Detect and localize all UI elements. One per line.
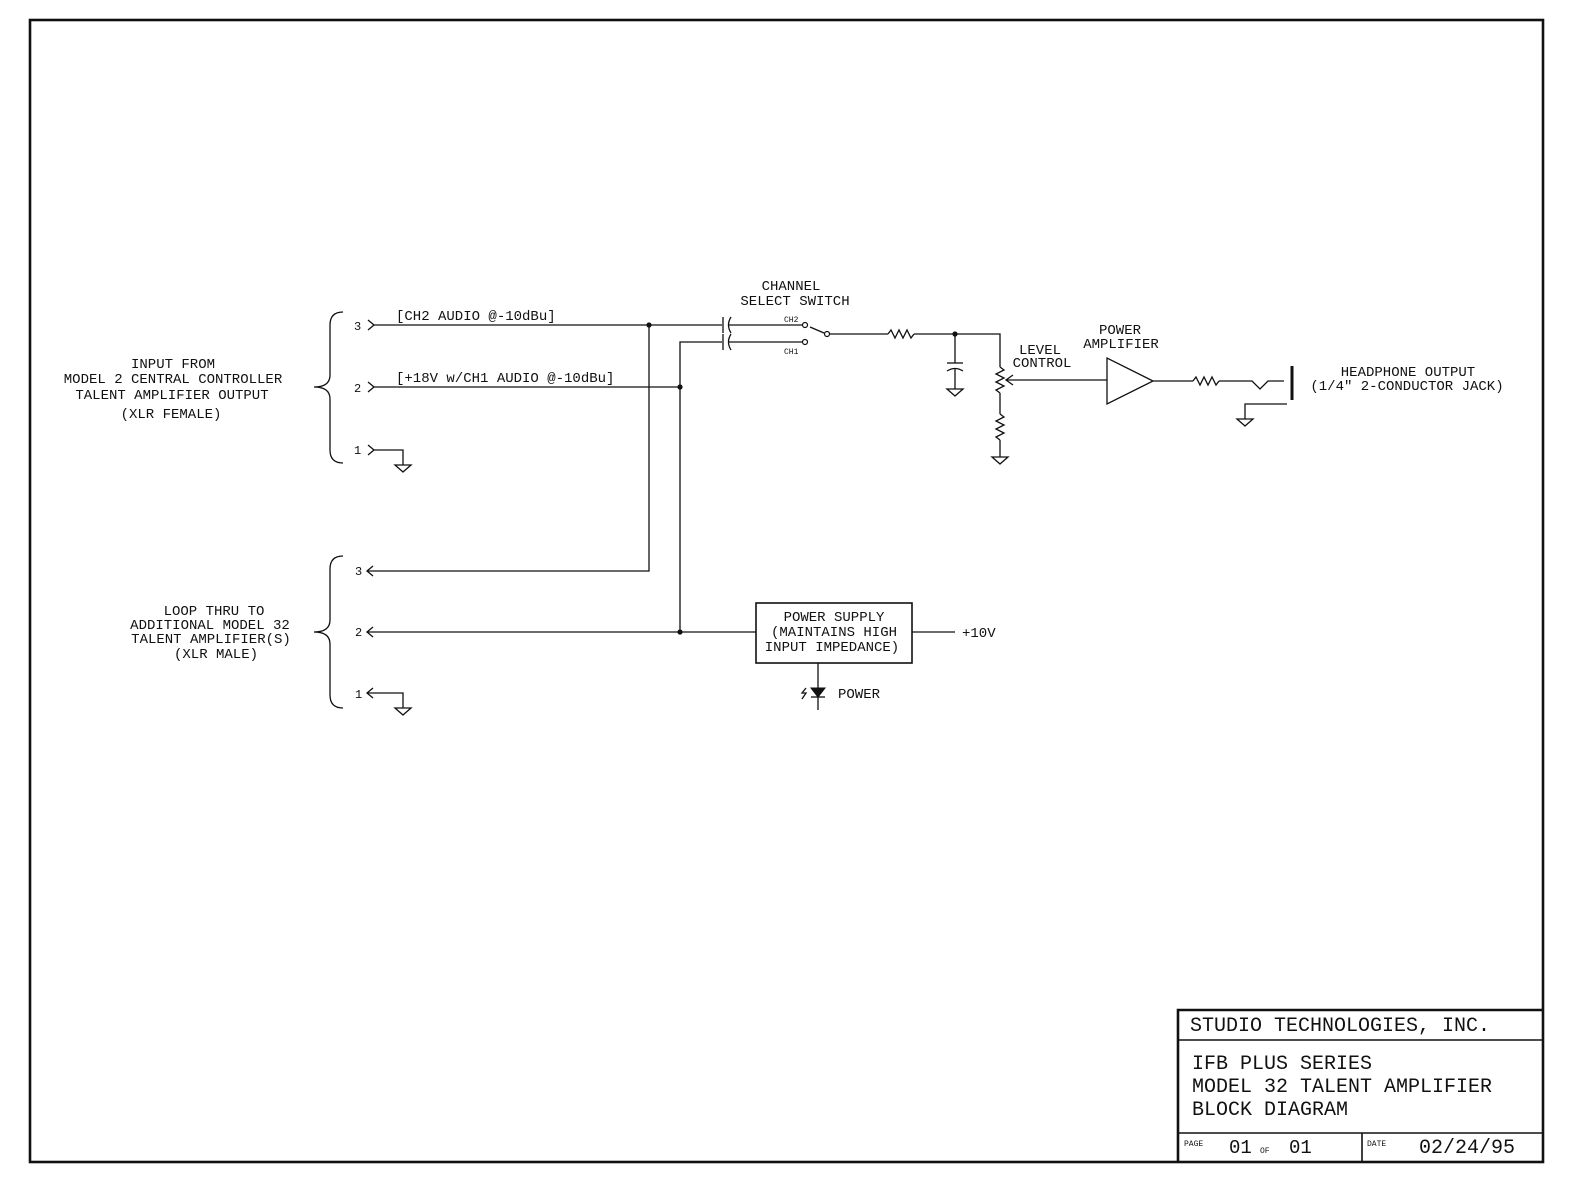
drawing-title-line-1: IFB PLUS SERIES bbox=[1192, 1053, 1372, 1076]
drawing-title-line-2: MODEL 32 TALENT AMPLIFIER bbox=[1192, 1076, 1492, 1099]
loop-thru-label-line-1: LOOP THRU TO bbox=[164, 604, 265, 620]
power-amplifier-label-line-2: AMPLIFIER bbox=[1083, 337, 1159, 353]
level-control-potentiometer: LEVEL CONTROL bbox=[990, 343, 1107, 465]
title-block: STUDIO TECHNOLOGIES, INC. IFB PLUS SERIE… bbox=[1176, 1008, 1543, 1162]
loop-thru-pin-2-label: 2 bbox=[355, 626, 362, 640]
power-amplifier-label-line-1: POWER bbox=[1099, 323, 1142, 339]
potentiometer-resistor-icon bbox=[994, 366, 1006, 394]
input-pin-3-signal-label: [CH2 AUDIO @-10dBu] bbox=[396, 309, 556, 325]
input-pin-2-signal-label: [+18V w/CH1 AUDIO @-10dBu] bbox=[396, 371, 614, 387]
drawing-title-line-3: BLOCK DIAGRAM bbox=[1192, 1099, 1348, 1122]
input-pin-2-arrow bbox=[367, 381, 376, 393]
sheet-border bbox=[28, 18, 1545, 1164]
input-pin-1-ground-icon bbox=[393, 464, 413, 473]
channel-switch-label-line-2: SELECT SWITCH bbox=[740, 294, 849, 310]
power-led-icon bbox=[809, 687, 827, 698]
input-label-line-1: INPUT FROM bbox=[131, 357, 215, 373]
switch-ch2-label: CH2 bbox=[784, 316, 799, 325]
power-supply-box bbox=[755, 602, 913, 664]
power-amplifier: POWER AMPLIFIER bbox=[1083, 323, 1220, 406]
input-pin-1-label: 1 bbox=[354, 444, 361, 458]
power-supply-label-line-1: POWER SUPPLY bbox=[784, 610, 885, 626]
potentiometer-ground-icon bbox=[990, 456, 1010, 465]
shunt-resistor-icon bbox=[994, 413, 1006, 441]
junction-dot-power-supply bbox=[677, 629, 683, 635]
headphone-output-label-line-2: (1/4" 2-CONDUCTOR JACK) bbox=[1310, 379, 1503, 395]
level-control-label-line-2: CONTROL bbox=[1013, 356, 1072, 372]
input-pin-1-wire bbox=[374, 449, 404, 465]
power-led-light-icon bbox=[800, 687, 808, 700]
headphone-output-label-line-1: HEADPHONE OUTPUT bbox=[1341, 365, 1475, 381]
input-connector: INPUT FROM MODEL 2 CENTRAL CONTROLLER TA… bbox=[64, 309, 722, 473]
input-label-line-2: MODEL 2 CENTRAL CONTROLLER bbox=[64, 372, 283, 388]
power-supply-label-line-2: (MAINTAINS HIGH bbox=[771, 625, 897, 641]
loop-thru-pin-1-label: 1 bbox=[355, 688, 362, 702]
input-pin-1-arrow bbox=[367, 444, 376, 456]
junction-dot-pin2 bbox=[677, 384, 683, 390]
channel-switch-label-line-1: CHANNEL bbox=[762, 279, 821, 295]
ch1-bus-wire bbox=[679, 341, 722, 632]
loop-thru-connector: LOOP THRU TO ADDITIONAL MODEL 32 TALENT … bbox=[130, 325, 756, 716]
loop-thru-pin-3-label: 3 bbox=[355, 565, 362, 579]
drawing-date: 02/24/95 bbox=[1419, 1137, 1515, 1160]
loop-thru-label-line-2: ADDITIONAL MODEL 32 bbox=[130, 618, 290, 634]
loop-thru-pin-1-ground-icon bbox=[393, 707, 413, 716]
loop-thru-pin-1-wire bbox=[367, 692, 404, 708]
input-label-line-3: TALENT AMPLIFIER OUTPUT bbox=[75, 388, 268, 404]
switch-arm bbox=[809, 326, 825, 334]
page-field-label: PAGE bbox=[1184, 1140, 1203, 1149]
switch-common-contact bbox=[823, 330, 831, 338]
switch-ch1-label: CH1 bbox=[784, 348, 799, 357]
power-supply-output-label: +10V bbox=[962, 626, 996, 642]
page-of-label: OF bbox=[1260, 1147, 1270, 1156]
jack-ground-icon bbox=[1235, 418, 1255, 427]
switch-ch1-contact bbox=[801, 338, 809, 346]
level-control-label-line-1: LEVEL bbox=[1019, 343, 1061, 359]
jack-sleeve-ground-wire bbox=[1244, 403, 1287, 419]
loop-thru-pin-3-wire bbox=[367, 325, 650, 572]
coupling-capacitors bbox=[722, 316, 802, 351]
amplifier-triangle-icon bbox=[1106, 356, 1155, 406]
power-supply-label-line-3: INPUT IMPEDANCE) bbox=[765, 640, 899, 656]
junction-dot-pin3 bbox=[646, 322, 652, 328]
title-block-frame bbox=[1176, 1008, 1543, 1162]
loop-thru-brace bbox=[313, 555, 344, 709]
company-name: STUDIO TECHNOLOGIES, INC. bbox=[1190, 1015, 1490, 1038]
jack-tip-contact bbox=[1219, 380, 1284, 390]
power-led-label: POWER bbox=[838, 687, 881, 703]
filter-capacitor-ground-icon bbox=[945, 388, 965, 397]
output-resistor-icon bbox=[1192, 375, 1220, 387]
input-label-line-4: (XLR FEMALE) bbox=[121, 407, 222, 423]
input-brace bbox=[313, 311, 344, 464]
loop-thru-label-line-4: (XLR MALE) bbox=[174, 647, 258, 663]
loop-thru-label-line-3: TALENT AMPLIFIER(S) bbox=[131, 632, 291, 648]
input-pin-2-label: 2 bbox=[354, 382, 361, 396]
filter-capacitor bbox=[945, 334, 965, 397]
headphone-output-jack: HEADPHONE OUTPUT (1/4" 2-CONDUCTOR JACK) bbox=[1219, 365, 1504, 427]
input-pin-3-label: 3 bbox=[354, 320, 361, 334]
series-resistor-icon bbox=[887, 328, 915, 340]
switch-ch2-contact bbox=[801, 321, 809, 329]
pot-feed-wire bbox=[914, 333, 1001, 367]
page-total: 01 bbox=[1289, 1137, 1312, 1159]
date-field-label: DATE bbox=[1367, 1140, 1386, 1149]
input-pin-3-arrow bbox=[367, 319, 376, 331]
page-number: 01 bbox=[1229, 1137, 1252, 1159]
channel-select-switch: CHANNEL SELECT SWITCH CH2 CH1 bbox=[740, 279, 849, 357]
power-supply: POWER SUPPLY (MAINTAINS HIGH INPUT IMPED… bbox=[755, 602, 996, 710]
